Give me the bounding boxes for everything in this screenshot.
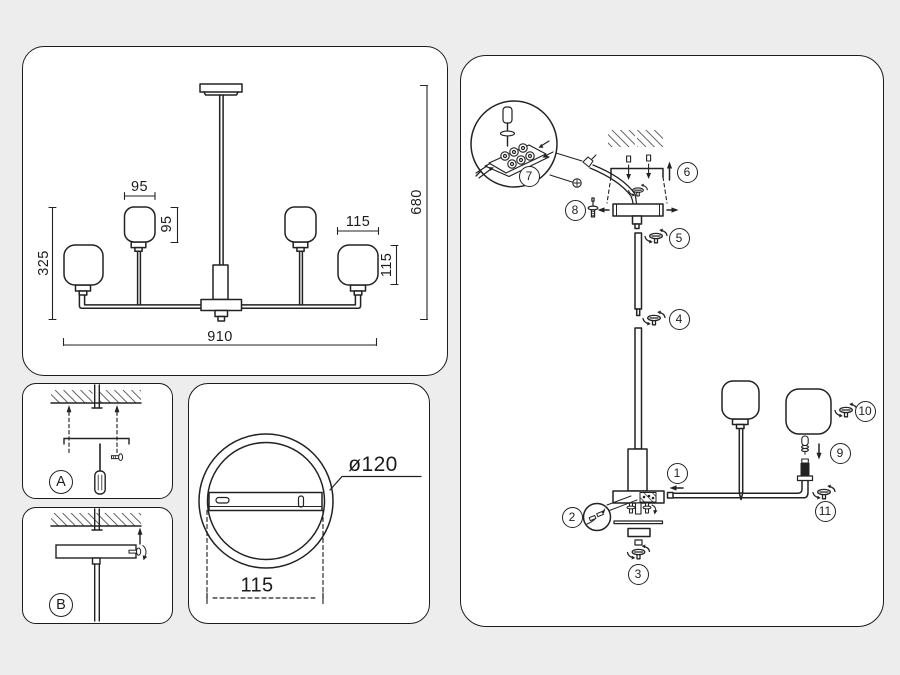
screw-icon xyxy=(587,197,599,218)
ceiling-pipe xyxy=(91,508,103,531)
rotate-screw-icon xyxy=(812,483,836,501)
dim-fixture-height: 325 xyxy=(35,250,52,276)
bulb-icon xyxy=(801,435,809,455)
dim-total-height: 680 xyxy=(409,189,425,215)
down-rod xyxy=(218,94,224,266)
rotate-screw-icon xyxy=(644,227,668,245)
canopy xyxy=(597,203,679,230)
lamp-shades xyxy=(63,206,379,286)
panel-canopy-template: ø120 115 xyxy=(188,383,430,624)
hanging-rod xyxy=(93,563,101,622)
rotate-screw-icon xyxy=(626,543,651,561)
step-marker-7: 7 xyxy=(518,165,540,187)
lamp-shade xyxy=(721,380,760,420)
ceiling-hatch xyxy=(100,390,141,403)
ceiling-mount xyxy=(199,83,243,96)
detail-b-drawing xyxy=(50,508,148,622)
canopy-inner-circle xyxy=(206,441,326,561)
dim-large-shade-height: 115 xyxy=(378,252,395,277)
screw-icon xyxy=(111,453,124,461)
rod-lower xyxy=(634,327,643,450)
panel-assembly: 1 2 3 4 5 6 7 8 9 10 11 xyxy=(460,55,884,627)
ceiling-hatch xyxy=(637,130,663,147)
detail-a-label: A xyxy=(56,474,66,490)
step-marker-8: 8 xyxy=(564,199,586,221)
canopy-drawing xyxy=(198,433,422,605)
mounting-bar xyxy=(208,491,323,512)
slot-vertical xyxy=(297,495,305,508)
canopy-outer-circle xyxy=(198,433,334,569)
terminal-block-detail xyxy=(470,100,558,188)
step-marker-1: 1 xyxy=(666,462,688,484)
mounting-bracket xyxy=(63,437,130,445)
dim-canopy-hole-spacing: 115 xyxy=(240,574,274,597)
ceiling-pipe xyxy=(91,384,103,409)
wire-plug-detail xyxy=(582,495,638,532)
rod-upper xyxy=(634,232,643,317)
arrow-up-icon xyxy=(137,527,143,545)
lamp-socket xyxy=(796,458,814,482)
ceiling-hatch xyxy=(608,130,635,147)
panel-detail-a: A xyxy=(22,383,173,499)
dimension-lines xyxy=(48,84,429,347)
detail-b-marker: B xyxy=(49,593,73,617)
ceiling-hatch xyxy=(51,390,93,403)
arrow-left-icon xyxy=(669,485,684,491)
central-body xyxy=(627,448,648,492)
arrow-down-icon xyxy=(816,443,822,460)
dim-canopy-diameter: ø120 xyxy=(348,453,398,476)
step-marker-4: 4 xyxy=(668,308,690,330)
dim-small-shade-height: 95 xyxy=(159,215,175,233)
mounting-plate xyxy=(55,544,137,559)
alignment-guides xyxy=(66,405,120,455)
leader-line xyxy=(329,475,422,491)
dim-total-width: 910 xyxy=(207,329,233,345)
wire-connector-icon xyxy=(549,152,597,188)
finial-nut xyxy=(634,539,643,546)
diffuser-plate xyxy=(613,520,664,525)
slot-horizontal xyxy=(215,496,230,504)
dim-large-shade-width: 115 xyxy=(345,213,371,230)
detail-a-marker: A xyxy=(49,470,73,494)
mounting-bracket xyxy=(610,154,664,180)
step-marker-11: 11 xyxy=(814,500,836,522)
screwdriver-icon xyxy=(499,106,516,147)
lamp-arm xyxy=(666,479,809,499)
lamp-necks xyxy=(74,241,367,296)
detail-b-label: B xyxy=(56,597,66,613)
arrow-up-icon xyxy=(666,161,673,181)
hole-spacing-dimension xyxy=(206,509,324,605)
ceiling-hatch xyxy=(51,513,141,526)
terminal-block-icon xyxy=(475,140,554,179)
central-hub xyxy=(612,490,665,515)
screw-icon xyxy=(128,545,148,561)
step-marker-10: 10 xyxy=(854,400,876,422)
panel-main-dimensions: 95 95 115 115 325 680 910 xyxy=(22,46,448,376)
step-marker-2: 2 xyxy=(561,506,583,528)
central-body xyxy=(200,264,243,322)
assembled-lamp xyxy=(721,380,760,501)
rotate-screw-icon xyxy=(834,401,858,419)
assembly-drawing xyxy=(470,100,858,561)
chandelier-drawing xyxy=(48,83,429,347)
screwdriver-icon xyxy=(94,443,106,495)
lamp-stems xyxy=(136,250,304,306)
lamp-shade xyxy=(785,388,832,435)
dim-small-shade-width: 95 xyxy=(131,179,148,195)
rod-socket xyxy=(91,557,101,565)
panel-detail-b: B xyxy=(22,507,173,624)
step-marker-6: 6 xyxy=(676,161,698,183)
step-marker-9: 9 xyxy=(829,442,851,464)
detail-a-drawing xyxy=(50,384,142,495)
rotate-screw-icon xyxy=(642,309,666,327)
step-marker-3: 3 xyxy=(627,563,649,585)
bottom-cover xyxy=(627,527,651,538)
step-marker-5: 5 xyxy=(668,227,690,249)
